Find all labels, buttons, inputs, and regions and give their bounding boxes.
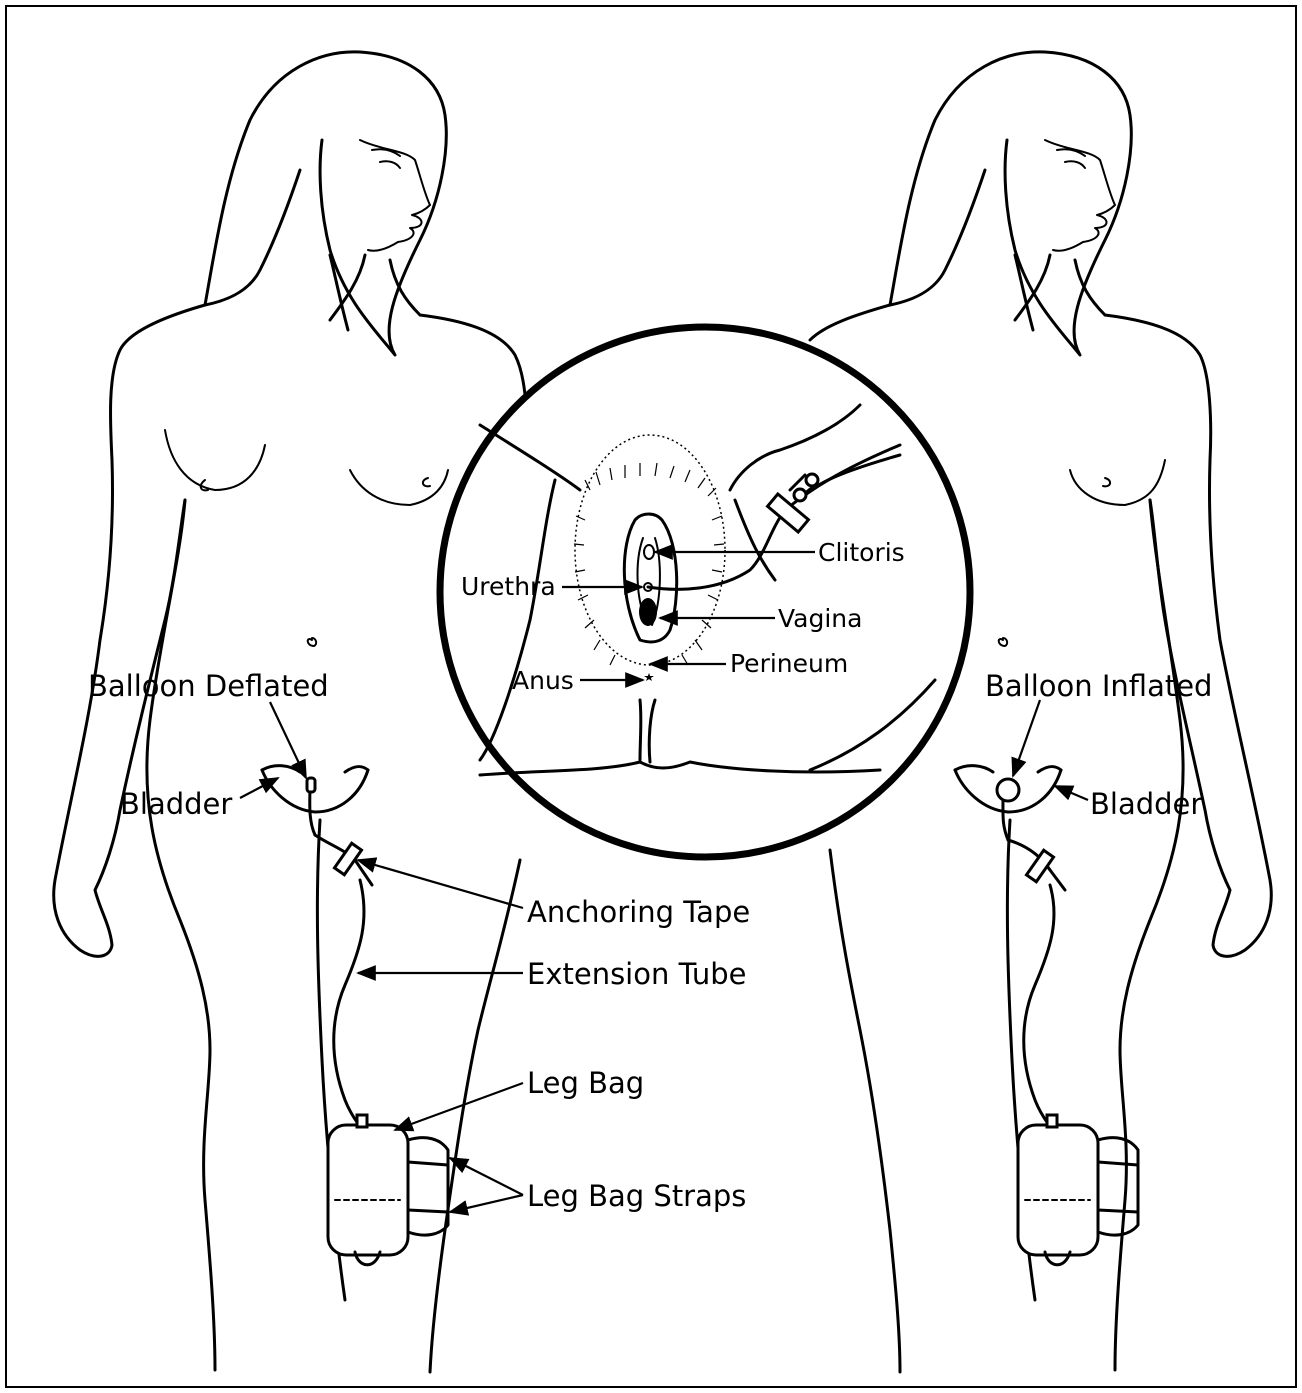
left-figure-icon [54, 52, 526, 1372]
label-bladder-left: Bladder [120, 787, 232, 821]
arrow-anchoring-tape [358, 860, 523, 908]
label-extension-tube: Extension Tube [527, 957, 747, 991]
label-leg-bag-straps: Leg Bag Straps [527, 1179, 746, 1213]
label-leg-bag: Leg Bag [527, 1066, 644, 1100]
label-vagina: Vagina [778, 604, 862, 633]
arrow-leg-bag [395, 1083, 523, 1130]
label-balloon-deflated: Balloon Deflated [88, 669, 329, 703]
label-anchoring-tape: Anchoring Tape [527, 895, 750, 929]
label-urethra: Urethra [461, 572, 556, 601]
arrow-strap-2 [450, 1195, 523, 1212]
label-clitoris: Clitoris [818, 538, 905, 567]
label-balloon-inflated: Balloon Inflated [985, 669, 1212, 703]
label-perineum: Perineum [730, 649, 848, 678]
label-bladder-right: Bladder [1090, 787, 1202, 821]
arrow-strap-1 [450, 1158, 523, 1195]
arrow-bladder-right [1055, 786, 1088, 800]
label-anus: Anus [512, 666, 574, 695]
arrow-balloon-inflated [1013, 700, 1040, 776]
